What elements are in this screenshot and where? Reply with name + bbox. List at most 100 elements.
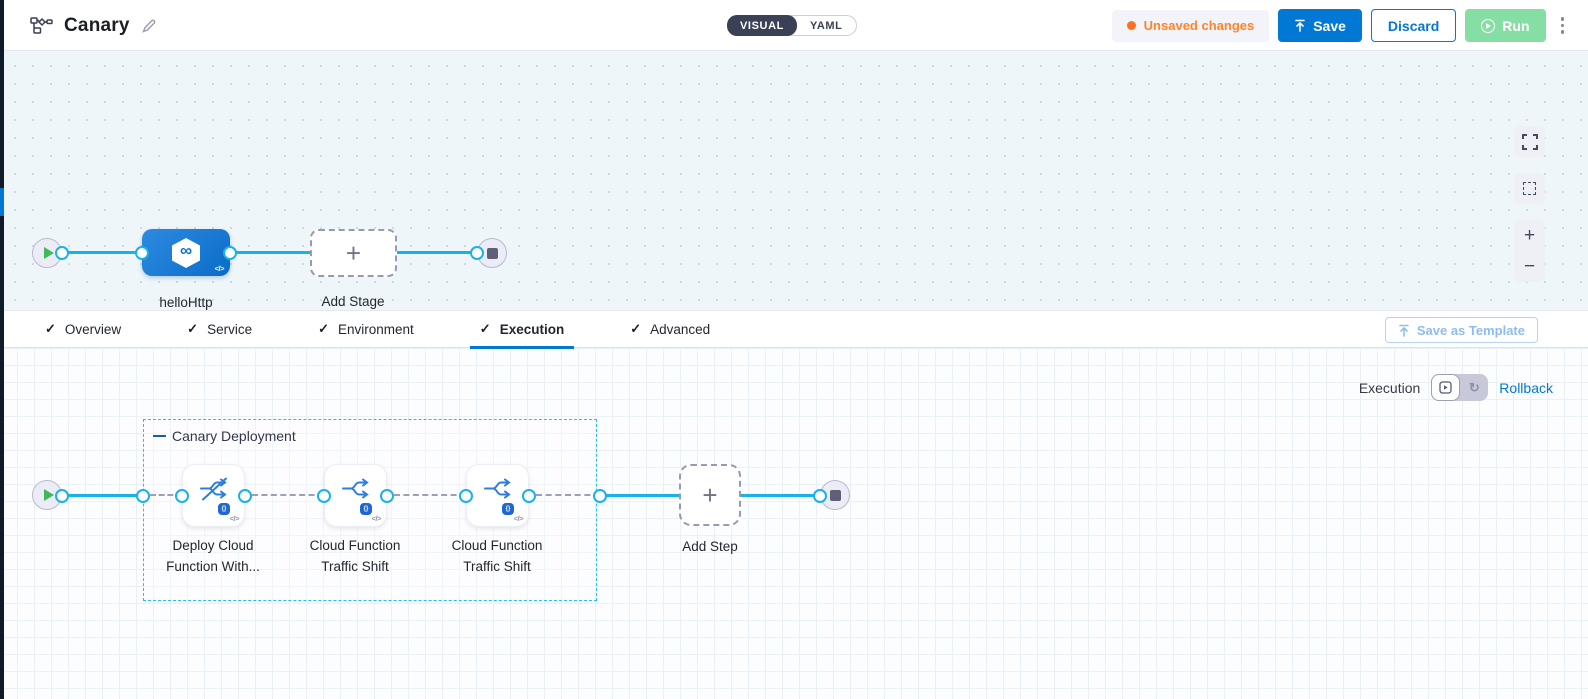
stage-canvas[interactable]: ∞ </> helloHttp + Add Stage + −: [0, 51, 1588, 310]
save-button[interactable]: Save: [1278, 9, 1362, 42]
toggle-yaml[interactable]: YAML: [809, 19, 843, 32]
check-icon: ✓: [318, 321, 329, 336]
tab-environment[interactable]: ✓ Environment: [308, 310, 424, 348]
fit-to-view-button[interactable]: [1514, 173, 1545, 204]
zoom-controls: + −: [1514, 220, 1545, 282]
step-label: Deploy Cloud Function With...: [166, 538, 260, 574]
zoom-in-button[interactable]: +: [1523, 225, 1536, 246]
header-actions: Unsaved changes Save Discard Run: [1111, 9, 1571, 42]
step-label: Cloud Function Traffic Shift: [309, 538, 401, 574]
zoom-out-button[interactable]: −: [1523, 256, 1536, 277]
add-step-label: Add Step: [682, 539, 738, 554]
discard-button-label: Discard: [1387, 17, 1440, 34]
execution-mode-label: Execution: [1358, 379, 1421, 396]
add-step-button[interactable]: +: [679, 464, 741, 526]
connector: [175, 489, 189, 503]
play-icon: [43, 489, 54, 501]
code-badge-icon: </>: [214, 264, 225, 273]
more-options-button[interactable]: [1555, 11, 1571, 40]
save-as-template-label: Save as Template: [1416, 322, 1525, 338]
execution-steps-icon[interactable]: [1431, 374, 1461, 401]
template-badge-icon: {}: [216, 501, 232, 517]
run-button-label: Run: [1502, 17, 1530, 34]
step-node-deploy-cloud-function[interactable]: {} </>: [182, 464, 245, 527]
traffic-shift-icon: [339, 474, 373, 507]
edge-line: [397, 251, 477, 254]
play-circle-icon: [1481, 18, 1496, 33]
connector: [135, 246, 149, 260]
connector: [55, 489, 69, 503]
connector: [813, 489, 827, 503]
fullscreen-icon: [1521, 133, 1538, 150]
template-badge-icon: {}: [358, 501, 374, 517]
tab-advanced[interactable]: ✓ Advanced: [620, 310, 720, 348]
header-bar: Canary VISUAL YAML Unsaved changes: [0, 0, 1588, 51]
edge-line: [230, 251, 310, 254]
edit-title-button[interactable]: [141, 18, 157, 34]
code-badge-icon: </>: [229, 514, 240, 523]
active-tab-underline: [469, 346, 575, 349]
unsaved-changes-badge: Unsaved changes: [1111, 9, 1270, 42]
edge-line-dashed: [150, 494, 182, 496]
execution-rollback-toggle[interactable]: ↻: [1431, 374, 1489, 401]
connector: [317, 489, 331, 503]
edge-line: [741, 494, 820, 497]
tab-service[interactable]: ✓ Service: [177, 310, 262, 348]
connector: [238, 489, 252, 503]
deploy-no-traffic-shift-icon: [197, 474, 231, 507]
rollback-link[interactable]: Rollback: [1499, 379, 1553, 396]
connector: [223, 246, 237, 260]
fullscreen-button[interactable]: [1514, 126, 1545, 157]
connector: [470, 246, 484, 260]
add-stage-button[interactable]: +: [310, 229, 397, 277]
toggle-visual[interactable]: VISUAL: [727, 15, 797, 36]
save-button-label: Save: [1313, 17, 1346, 34]
unsaved-changes-label: Unsaved changes: [1143, 18, 1255, 33]
connector: [380, 489, 394, 503]
tab-label: Overview: [64, 321, 122, 337]
pipeline-icon: [30, 16, 53, 35]
kebab-icon: [1560, 17, 1564, 21]
upload-icon: [1294, 19, 1306, 32]
check-icon: ✓: [45, 321, 56, 336]
tab-execution[interactable]: ✓ Execution: [469, 310, 575, 349]
connector: [593, 489, 607, 503]
tab-label: Environment: [338, 321, 414, 337]
step-group-header[interactable]: Canary Deployment: [153, 428, 296, 444]
save-as-template-button[interactable]: Save as Template: [1384, 317, 1538, 343]
page-title: Canary: [64, 14, 130, 36]
collapsed-nav-active-indicator: [0, 188, 4, 216]
visual-yaml-toggle: VISUAL YAML: [727, 15, 857, 36]
tab-label: Service: [207, 321, 253, 337]
step-node-traffic-shift-1[interactable]: {} </>: [324, 464, 387, 527]
unsaved-dot-icon: [1126, 21, 1136, 30]
tab-label: Advanced: [650, 321, 711, 337]
tab-overview[interactable]: ✓ Overview: [35, 310, 131, 348]
edge-line-dashed: [252, 494, 324, 496]
plus-icon: +: [345, 238, 362, 268]
step-node-traffic-shift-2[interactable]: {} </>: [466, 464, 529, 527]
run-button[interactable]: Run: [1465, 9, 1546, 42]
stop-icon: [486, 247, 498, 259]
edge-line-dashed: [536, 494, 600, 496]
code-badge-icon: </>: [513, 514, 524, 523]
check-icon: ✓: [479, 321, 491, 336]
edge-line: [62, 494, 143, 497]
step-group-label: Canary Deployment: [172, 428, 296, 444]
traffic-shift-icon: [481, 474, 515, 507]
collapsed-nav-edge: [0, 0, 4, 699]
rollback-icon[interactable]: ↻: [1468, 379, 1480, 395]
serverless-function-icon: ∞: [169, 236, 203, 270]
step-label: Cloud Function Traffic Shift: [451, 538, 543, 574]
edge-line-dashed: [394, 494, 466, 496]
play-icon: [43, 247, 54, 259]
discard-button[interactable]: Discard: [1370, 9, 1457, 42]
code-badge-icon: </>: [371, 514, 382, 523]
connector: [522, 489, 536, 503]
check-icon: ✓: [187, 321, 199, 336]
collapse-group-icon[interactable]: [153, 434, 166, 438]
stage-node-hellohttp[interactable]: ∞ </>: [142, 229, 230, 276]
execution-canvas[interactable]: Execution ↻ Rollback Canary Deployment: [0, 348, 1588, 699]
edge-line: [600, 494, 679, 497]
